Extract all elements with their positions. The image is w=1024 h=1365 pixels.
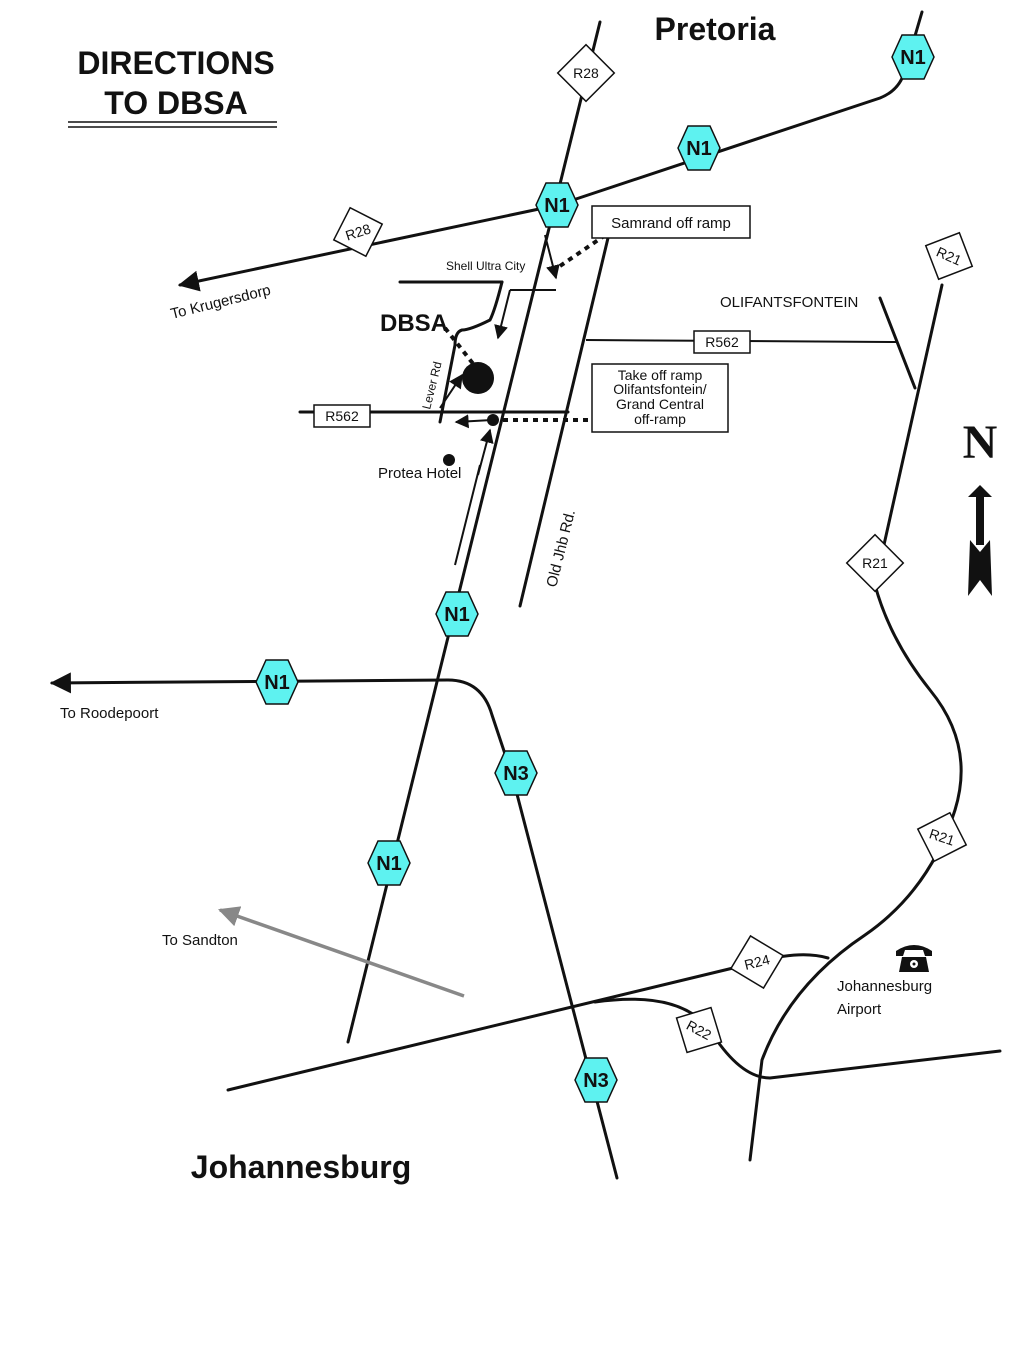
n1-shield-west: N1 bbox=[255, 659, 299, 705]
takeoff-box bbox=[591, 363, 729, 433]
svg-text:R21: R21 bbox=[927, 825, 957, 848]
city-pretoria: Pretoria bbox=[655, 11, 776, 47]
road-lever bbox=[438, 280, 504, 424]
n1-shield-pretoria: N1 bbox=[891, 34, 935, 80]
takeoff-line3: Grand Central bbox=[616, 396, 704, 412]
r562-east-label: R562 bbox=[705, 334, 739, 350]
takeoff-line1: Take off ramp bbox=[618, 367, 703, 383]
sandton-label: To Sandton bbox=[162, 932, 238, 949]
north-arrow-icon bbox=[968, 485, 992, 596]
title-line2: TO DBSA bbox=[104, 85, 247, 121]
arrow-r562-west bbox=[454, 414, 493, 429]
r562-east-box bbox=[693, 330, 751, 354]
takeoff-line2: Olifantsfontein/ bbox=[613, 381, 706, 397]
road-n1-roodepoort bbox=[49, 672, 450, 694]
n3-shield-south: N3 bbox=[574, 1057, 618, 1103]
city-johannesburg: Johannesburg bbox=[191, 1149, 411, 1185]
svg-text:N3: N3 bbox=[583, 1070, 609, 1092]
old-jhb-label: Old Jhb Rd. bbox=[543, 508, 579, 589]
compass-n-label: N bbox=[963, 416, 998, 469]
samrand-label: Samrand off ramp bbox=[611, 215, 731, 232]
svg-text:R28: R28 bbox=[573, 65, 599, 81]
arrow-offramp-north bbox=[477, 428, 494, 476]
samrand-box bbox=[591, 205, 751, 239]
lever-rd-label: Lever Rd bbox=[419, 360, 444, 411]
title-line1: DIRECTIONS bbox=[77, 45, 274, 81]
dbsa-marker bbox=[462, 362, 494, 394]
airport-label-2: Airport bbox=[837, 1001, 882, 1018]
svg-text:N1: N1 bbox=[376, 853, 402, 875]
arrow-exit-ramp bbox=[494, 289, 511, 340]
arrow-to-dbsa bbox=[439, 373, 463, 409]
r28-shield-north: R28 bbox=[556, 43, 616, 103]
dbsa-label: DBSA bbox=[380, 310, 448, 337]
road-r24 bbox=[226, 953, 830, 1092]
r21-shield-north: R21 bbox=[924, 231, 974, 281]
road-olifantsfontein bbox=[878, 296, 917, 390]
telephone-icon bbox=[896, 945, 932, 972]
svg-text:N3: N3 bbox=[503, 763, 529, 785]
n1-shield-junction: N1 bbox=[535, 182, 579, 228]
svg-text:N1: N1 bbox=[900, 47, 926, 69]
shell-label: Shell Ultra City bbox=[446, 259, 525, 273]
r24-shield: R24 bbox=[729, 934, 785, 990]
svg-text:N1: N1 bbox=[444, 604, 470, 626]
protea-label: Protea Hotel bbox=[378, 465, 461, 482]
svg-text:R24: R24 bbox=[743, 951, 772, 973]
dotted-samrand bbox=[558, 234, 606, 268]
n3-shield-north: N3 bbox=[494, 750, 538, 796]
svg-text:N1: N1 bbox=[686, 138, 712, 160]
r28-shield-west: R28 bbox=[332, 206, 384, 258]
n1-shield-mid: N1 bbox=[435, 591, 479, 637]
r562-west-box bbox=[313, 404, 371, 428]
interchange-dot bbox=[487, 414, 499, 426]
n1-shield-south: N1 bbox=[367, 840, 411, 886]
arrow-samrand bbox=[544, 234, 560, 280]
arrow-from-south bbox=[454, 464, 481, 566]
airport-label-1: Johannesburg bbox=[837, 978, 932, 995]
olifantsfontein-label: OLIFANTSFONTEIN bbox=[720, 294, 858, 311]
roodepoort-label: To Roodepoort bbox=[60, 705, 159, 722]
krugersdorp-label: To Krugersdorp bbox=[169, 282, 273, 323]
r22-shield: R22 bbox=[675, 1006, 723, 1054]
road-r22 bbox=[593, 997, 1002, 1080]
svg-text:R28: R28 bbox=[343, 220, 373, 243]
n1-shield-east: N1 bbox=[677, 125, 721, 171]
r21-shield-mid: R21 bbox=[845, 533, 905, 593]
road-r21 bbox=[748, 283, 963, 1162]
protea-hotel-dot bbox=[443, 454, 455, 466]
r562-west-label: R562 bbox=[325, 408, 359, 424]
takeoff-line4: off-ramp bbox=[634, 411, 686, 427]
road-n3 bbox=[446, 678, 619, 1180]
svg-text:R21: R21 bbox=[862, 555, 888, 571]
r21-shield-south: R21 bbox=[916, 811, 968, 863]
arrow-sandton bbox=[218, 906, 465, 998]
svg-text:N1: N1 bbox=[264, 672, 290, 694]
svg-text:N1: N1 bbox=[544, 195, 570, 217]
